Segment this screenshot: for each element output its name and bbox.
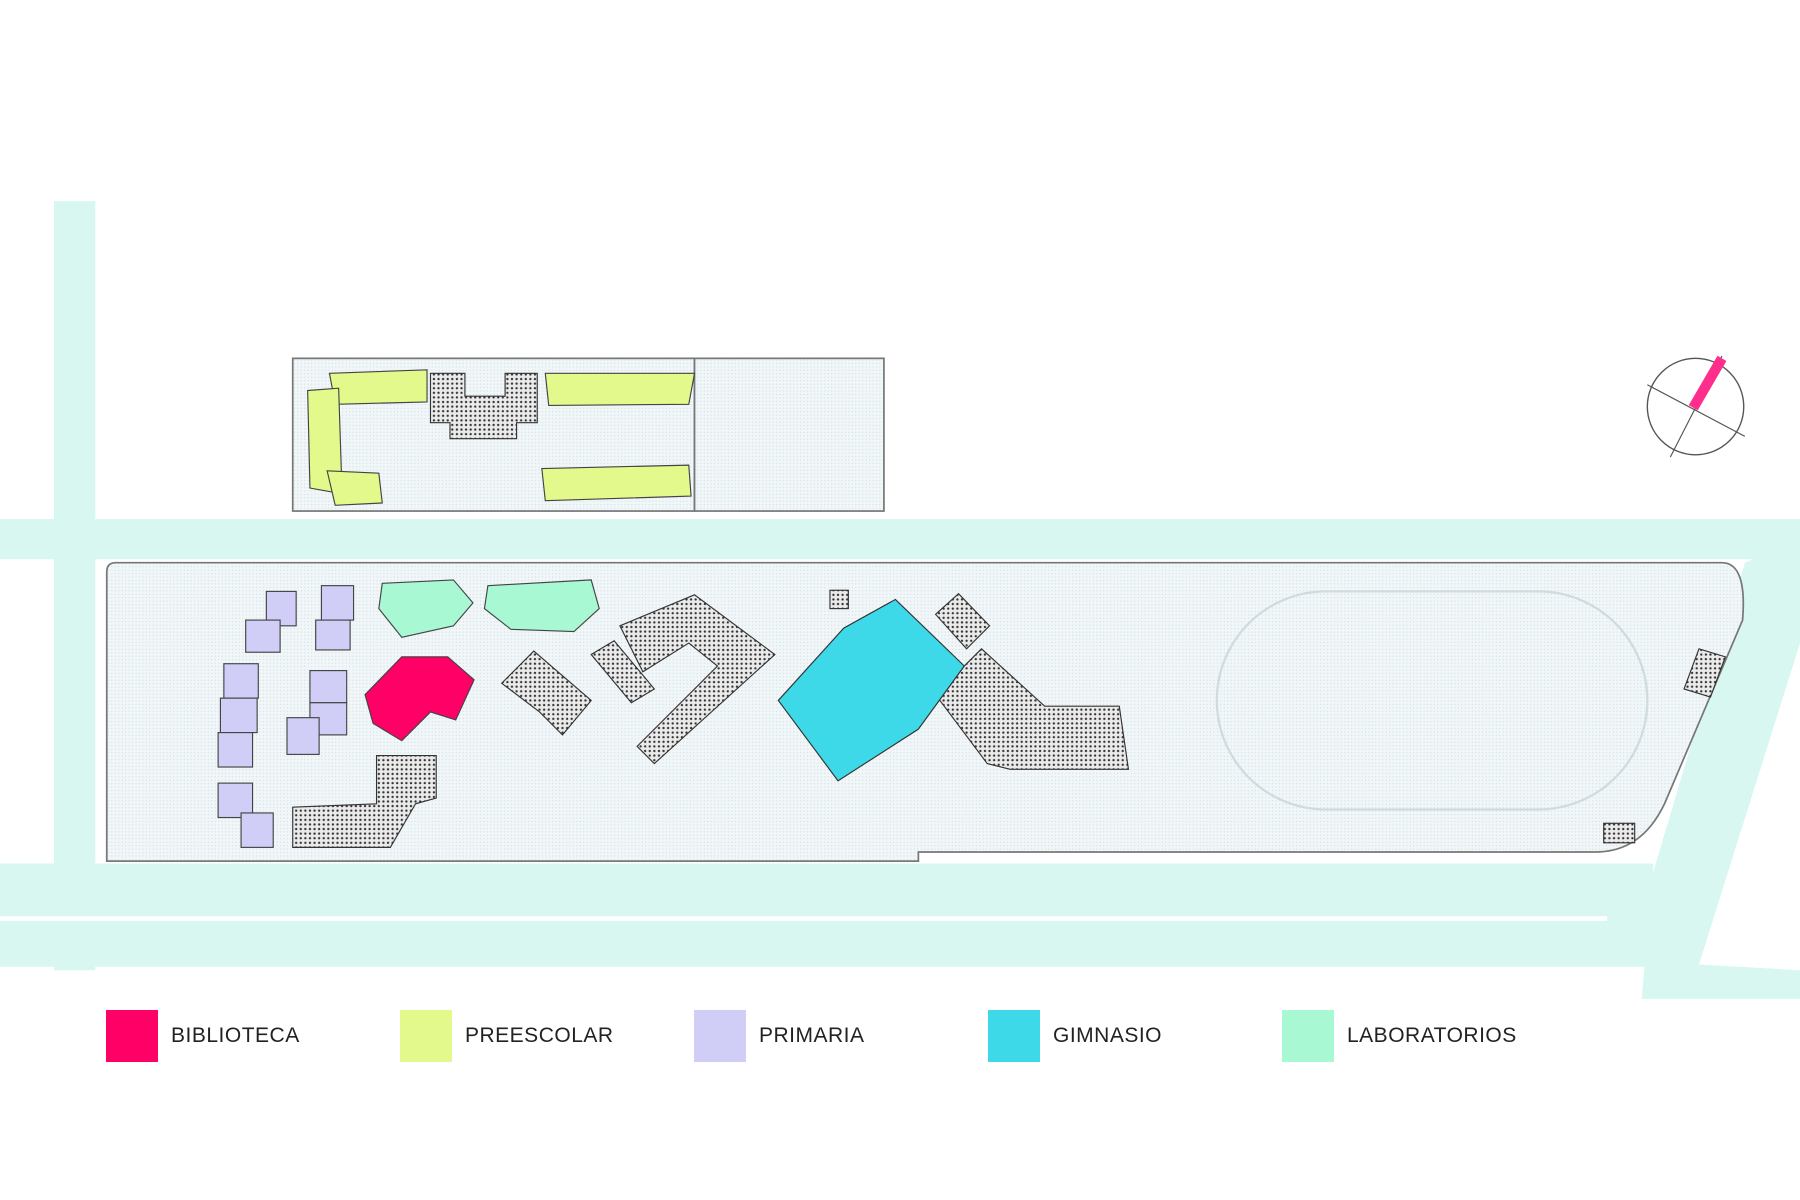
legend-swatch <box>106 1010 158 1062</box>
legend-swatch <box>1282 1010 1334 1062</box>
parking-area <box>693 357 885 512</box>
legend-item-preescolar: PREESCOLAR <box>400 1010 614 1062</box>
legend: BIBLIOTECA PREESCOLAR PRIMARIA GIMNASIO … <box>0 1010 1800 1062</box>
laboratorios-buildings <box>378 579 600 638</box>
legend-item-biblioteca: BIBLIOTECA <box>106 1010 300 1062</box>
legend-label: PREESCOLAR <box>465 1024 614 1047</box>
gimnasio-building <box>777 598 966 782</box>
legend-item-laboratorios: LABORATORIOS <box>1282 1010 1517 1062</box>
legend-swatch <box>400 1010 452 1062</box>
legend-label: BIBLIOTECA <box>171 1024 300 1047</box>
track-field <box>1215 590 1649 811</box>
primaria-buildings <box>217 585 355 848</box>
legend-label: LABORATORIOS <box>1347 1024 1517 1047</box>
legend-label: GIMNASIO <box>1053 1024 1163 1047</box>
biblioteca-building <box>364 656 475 742</box>
legend-item-gimnasio: GIMNASIO <box>988 1010 1162 1062</box>
legend-swatch <box>694 1010 746 1062</box>
preescolar-buildings <box>307 369 696 506</box>
legend-item-primaria: PRIMARIA <box>694 1010 865 1062</box>
roads <box>0 201 1800 999</box>
north-arrow-icon <box>1646 355 1746 458</box>
built-structures <box>292 372 1727 848</box>
legend-label: PRIMARIA <box>759 1024 865 1047</box>
legend-swatch <box>988 1010 1040 1062</box>
